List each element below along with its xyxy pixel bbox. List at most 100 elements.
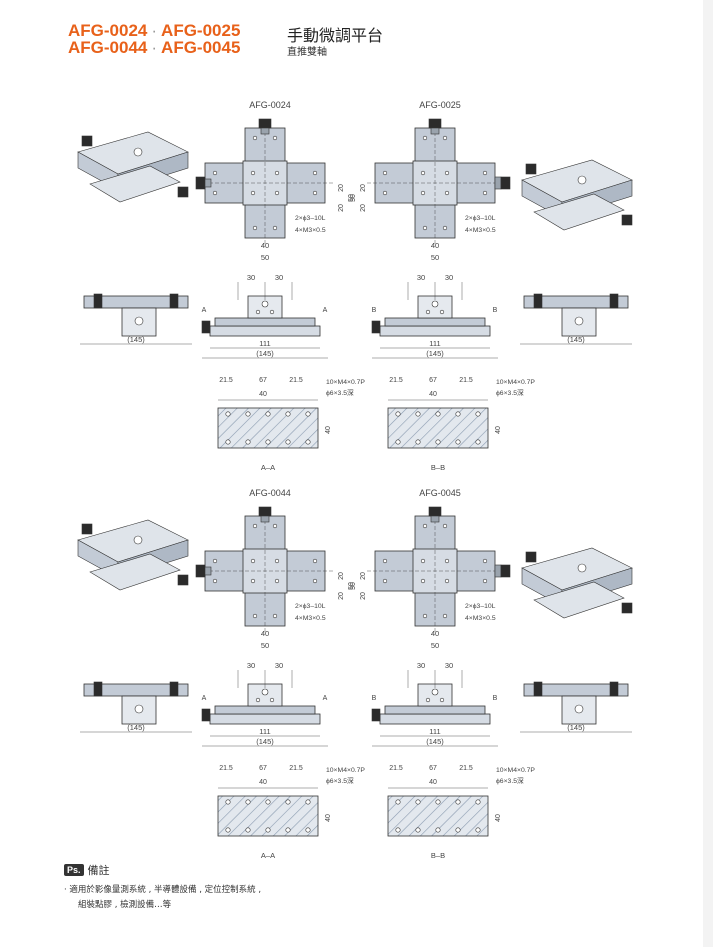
drawing-3-elev-dim-111: 111 <box>259 727 270 736</box>
drawing-2-side-knob-l <box>533 293 543 309</box>
drawing-2-plan-hole <box>482 190 488 196</box>
drawing-2-elev-dim-111: 111 <box>429 339 440 348</box>
drawing-4-elev-dim-111: 111 <box>429 727 440 736</box>
drawing-4-section-tap <box>475 799 481 805</box>
drawing-2-section-dim-40: 40 <box>429 391 437 398</box>
drawing-2-section-tap <box>395 439 401 445</box>
drawing-2-plan-hole <box>422 225 428 231</box>
drawing-1-section-dim-40-side: 40 <box>325 426 332 434</box>
drawing-4-section-tap <box>475 827 481 833</box>
drawing-1-section-tap <box>285 411 291 417</box>
drawing-4-dim-50-bottom: 50 <box>431 641 439 650</box>
drawing-4-dim-20: 20 <box>360 592 367 600</box>
drawing-2-section-dim-67: 67 <box>429 377 437 384</box>
drawing-1-iso-knob <box>81 135 93 147</box>
drawing-3-section-tap <box>245 799 251 805</box>
drawing-1-plan-hole <box>250 170 256 176</box>
drawing-2-elev-section-mark-right: B <box>493 307 498 314</box>
drawing-1-elev-section-mark-left: A <box>202 307 207 314</box>
drawing-4-plan-hole <box>422 523 428 529</box>
drawing-1-plan-hole <box>272 225 278 231</box>
drawing-4-section-dim-40: 40 <box>429 779 437 786</box>
drawing-2-plan-x-knob-grip <box>500 176 511 190</box>
drawing-2-section-tap <box>475 439 481 445</box>
drawing-1-dim-50: 50 <box>348 194 355 202</box>
drawing-1-dim-50-bottom: 50 <box>261 253 269 262</box>
drawing-1-plan-x-knob-grip <box>195 176 206 190</box>
drawing-3-section-dim-40: 40 <box>259 779 267 786</box>
page-subtitle: 直推雙軸 <box>287 47 327 58</box>
drawing-1-section-tap <box>225 439 231 445</box>
drawing-2-elev-carriage-hole <box>431 300 439 308</box>
drawing-3-side-dim-145: (145) <box>127 723 145 732</box>
drawing-3-section-tap-note-2: ϕ6×3.5深 <box>326 776 354 785</box>
drawing-4-plan-hole <box>442 613 448 619</box>
drawing-4-plan-hole <box>382 578 388 584</box>
drawing-3-plan-hole <box>312 558 318 564</box>
drawing-1-section-dim-21-5: 21.5 <box>219 377 233 384</box>
drawing-2-iso-knob <box>525 163 537 175</box>
drawing-1-side-dim-145: (145) <box>127 335 145 344</box>
drawing-4-elev-base <box>379 713 491 725</box>
drawing-2-hole-note-2: 4×M3×0.5 <box>465 227 496 234</box>
drawing-4-plan-hole <box>420 558 426 564</box>
drawing-2-plan-hole <box>442 135 448 141</box>
drawing-4-section-dim-67: 67 <box>429 765 437 772</box>
drawing-2-section-dim-21-5: 21.5 <box>459 377 473 384</box>
drawing-4-elev-carriage-hole <box>439 697 445 703</box>
drawing-4-elev-dim-145: (145) <box>426 737 444 746</box>
drawing-3-dim-20: 20 <box>338 572 345 580</box>
drawing-2-elev-base <box>379 325 491 337</box>
drawing-2-model-label: AFG-0025 <box>419 100 461 110</box>
drawing-3-plan-hole <box>274 558 280 564</box>
drawing-4-elev-knob <box>371 708 381 722</box>
drawing-1-side-hole <box>134 316 144 326</box>
drawing-4-section-dim-21-5: 21.5 <box>389 765 403 772</box>
drawing-4-section-tap-note-1: 10×M4×0.7P <box>496 767 535 774</box>
model-numbers: AFG-0024·AFG-0025 AFG-0044·AFG-0045 <box>68 22 240 56</box>
drawing-2-plan-hole <box>444 190 450 196</box>
drawing-4-side-hole <box>574 704 584 714</box>
drawing-2-elev-dim-30: 30 <box>417 273 425 282</box>
drawing-1-plan-hole <box>312 190 318 196</box>
drawing-4-plan-hole <box>382 558 388 564</box>
drawing-3-elev-rail <box>214 705 316 715</box>
drawing-4-hole-note-2: 4×M3×0.5 <box>465 615 496 622</box>
drawing-1-section-dim-40: 40 <box>259 391 267 398</box>
drawing-2-elev-dim-145: (145) <box>426 349 444 358</box>
drawing-1-plan-hole <box>212 170 218 176</box>
drawing-1-elev-dim-30: 30 <box>247 273 255 282</box>
notes-section: Ps.備註 · 適用於影像量測系統 , 半導體設備 , 定位控制系統 , 組裝點… <box>64 862 261 910</box>
drawing-2-iso-center-hole <box>577 175 587 185</box>
drawing-4-plan-x-knob-grip <box>500 564 511 578</box>
drawing-4-plan-hole <box>420 578 426 584</box>
drawing-1-iso-lower-plate <box>89 165 181 203</box>
drawing-2-section-tap-note-2: ϕ6×3.5深 <box>496 388 524 397</box>
drawing-1-plan-hole <box>252 135 258 141</box>
model-1: AFG-0024 <box>68 21 148 40</box>
drawing-4-plan-hole <box>482 558 488 564</box>
drawing-3-dim-40: 40 <box>261 629 269 638</box>
drawing-4-dim-50: 50 <box>350 582 357 590</box>
drawing-3-plan-hole <box>212 578 218 584</box>
drawing-2-section-tap-note-1: 10×M4×0.7P <box>496 379 535 386</box>
drawing-3-section-tap <box>285 827 291 833</box>
drawing-3-plan-x-knob-grip <box>195 564 206 578</box>
drawing-4-section-tap <box>435 827 441 833</box>
drawing-1-elev-dim-145: (145) <box>256 349 274 358</box>
drawing-3-section-tap <box>245 827 251 833</box>
drawing-1-section-tap <box>265 439 271 445</box>
drawing-2-elev-section-mark-left: B <box>372 307 377 314</box>
drawing-1-plan-hole <box>252 225 258 231</box>
drawing-3-elev-dim-30: 30 <box>247 661 255 670</box>
drawing-2-section-tap <box>455 411 461 417</box>
drawing-3-dim-50: 50 <box>348 582 355 590</box>
drawing-1-section-tap <box>225 411 231 417</box>
drawing-1-elev-dim-30: 30 <box>275 273 283 282</box>
drawing-3-section-dim-21-5: 21.5 <box>289 765 303 772</box>
drawing-3-iso-center-hole <box>133 535 143 545</box>
drawing-2-plan-hole <box>382 170 388 176</box>
drawing-3-section-tap <box>305 827 311 833</box>
drawing-4-iso-center-hole <box>577 563 587 573</box>
drawing-3-side-hole <box>134 704 144 714</box>
